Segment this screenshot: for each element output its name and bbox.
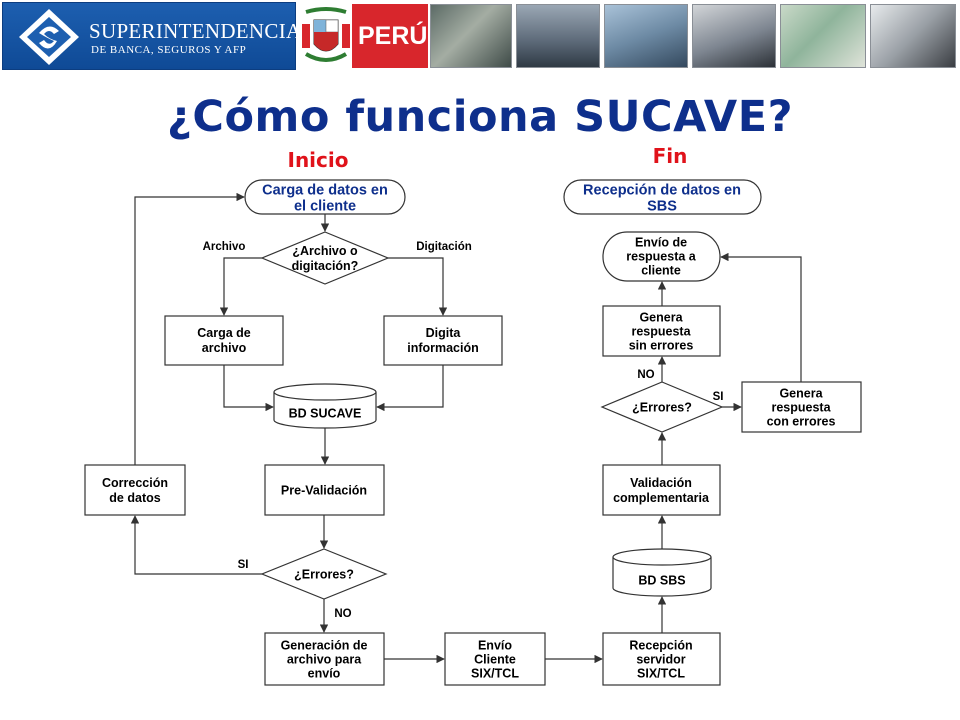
header-banner: SUPERINTENDENCIA DE BANCA, SEGUROS Y AFP… (0, 0, 960, 72)
node-bd-sucave: BD SUCAVE (273, 383, 377, 429)
edge-archivo (219, 257, 262, 316)
peru-banner (352, 4, 428, 68)
start-label: Inicio (288, 148, 349, 172)
logo-subtitle: DE BANCA, SEGUROS Y AFP (91, 44, 247, 56)
node-errores-2-text: ¿Errores? (632, 401, 692, 415)
node-errores-1: ¿Errores? (260, 548, 388, 600)
edge-label-no-2: NO (637, 369, 654, 381)
node-errores-1-text: ¿Errores? (294, 568, 354, 582)
node-bd-sbs: BD SBS (612, 548, 712, 597)
edge-si-to-correccion (130, 515, 262, 575)
edge-digitacion (388, 257, 448, 316)
photo-businessman (692, 4, 776, 68)
photo-keyboard-enter (604, 4, 688, 68)
logo-name: SUPERINTENDENCIA (89, 19, 302, 43)
sbs-logo: SUPERINTENDENCIA DE BANCA, SEGUROS Y AFP (2, 2, 301, 70)
edge-label-archivo: Archivo (203, 241, 246, 253)
page-title: ¿Cómo funciona SUCAVE? (166, 92, 794, 142)
edge-digita-to-bd (376, 365, 444, 412)
node-bd-sucave-text: BD SUCAVE (289, 407, 362, 421)
peru-label: PERÚ (358, 22, 428, 50)
edge-label-si-1: SI (238, 559, 249, 571)
edge-label-no-1: NO (334, 608, 351, 620)
edge-con-errores-to-envio (720, 252, 802, 382)
edge-carga-to-bd (223, 365, 274, 412)
edge-label-digitacion: Digitación (416, 241, 472, 253)
sbs-emblem-icon (19, 9, 79, 65)
coat-of-arms-icon (302, 7, 350, 62)
edge-label-si-2: SI (713, 391, 724, 403)
photo-credit-cards (430, 4, 512, 68)
photo-banknotes (780, 4, 866, 68)
node-errores-2: ¿Errores? (600, 381, 724, 433)
edge-correccion-to-start (134, 192, 245, 465)
node-pre-validacion-text: Pre-Validación (281, 484, 367, 498)
node-pre-validacion: Pre-Validación (264, 464, 385, 516)
end-label: Fin (653, 144, 688, 168)
node-bd-sbs-text: BD SBS (638, 574, 685, 588)
photo-card-terminal (870, 4, 956, 68)
photo-building (516, 4, 600, 68)
